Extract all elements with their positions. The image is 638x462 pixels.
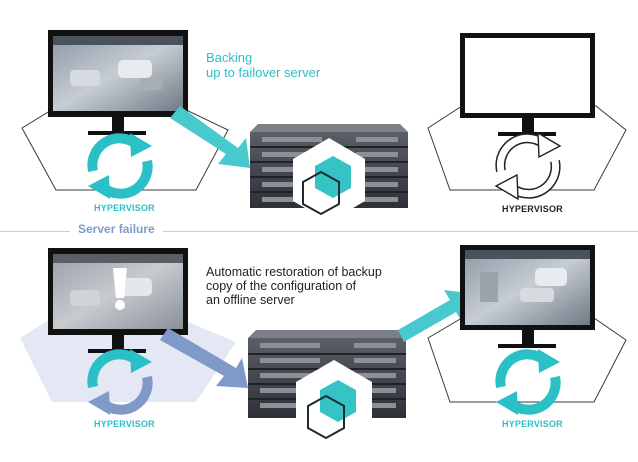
server-failure-label: Server failure bbox=[70, 222, 163, 236]
bottom-right-monitor bbox=[460, 245, 595, 348]
top-caption-line-2: up to failover server bbox=[206, 65, 321, 80]
bottom-left-hypervisor-refresh-icon bbox=[87, 349, 153, 415]
top-left-hypervisor-label: HYPERVISOR bbox=[94, 203, 155, 213]
top-right-hypervisor-label: HYPERVISOR bbox=[502, 204, 563, 214]
bottom-right-hypervisor-refresh-icon bbox=[495, 349, 561, 415]
bottom-failover-arrow bbox=[398, 290, 476, 342]
top-right-monitor bbox=[460, 33, 595, 136]
top-left-monitor bbox=[48, 30, 188, 135]
bottom-restore-arrow bbox=[160, 328, 248, 388]
section-divider bbox=[0, 231, 638, 232]
top-caption-line-1: Backing bbox=[206, 50, 253, 65]
top-server-hexagon-logo bbox=[293, 138, 365, 222]
bottom-left-hypervisor-label: HYPERVISOR bbox=[94, 419, 155, 429]
bottom-server-hexagon-logo bbox=[296, 360, 372, 448]
top-right-hypervisor-refresh-icon bbox=[494, 131, 562, 201]
top-left-hypervisor-refresh-icon bbox=[87, 133, 153, 199]
top-backup-arrow bbox=[170, 106, 250, 168]
bottom-caption-line-2: copy of the configuration of bbox=[206, 279, 357, 293]
bottom-caption-line-1: Automatic restoration of backup bbox=[206, 265, 382, 279]
bottom-caption: Automatic restoration of backup copy of … bbox=[206, 265, 382, 307]
bottom-right-hypervisor-label: HYPERVISOR bbox=[502, 419, 563, 429]
warning-exclamation-icon bbox=[113, 268, 127, 310]
top-caption: Backing up to failover server bbox=[206, 50, 320, 80]
bottom-caption-line-3: an offline server bbox=[206, 293, 295, 307]
